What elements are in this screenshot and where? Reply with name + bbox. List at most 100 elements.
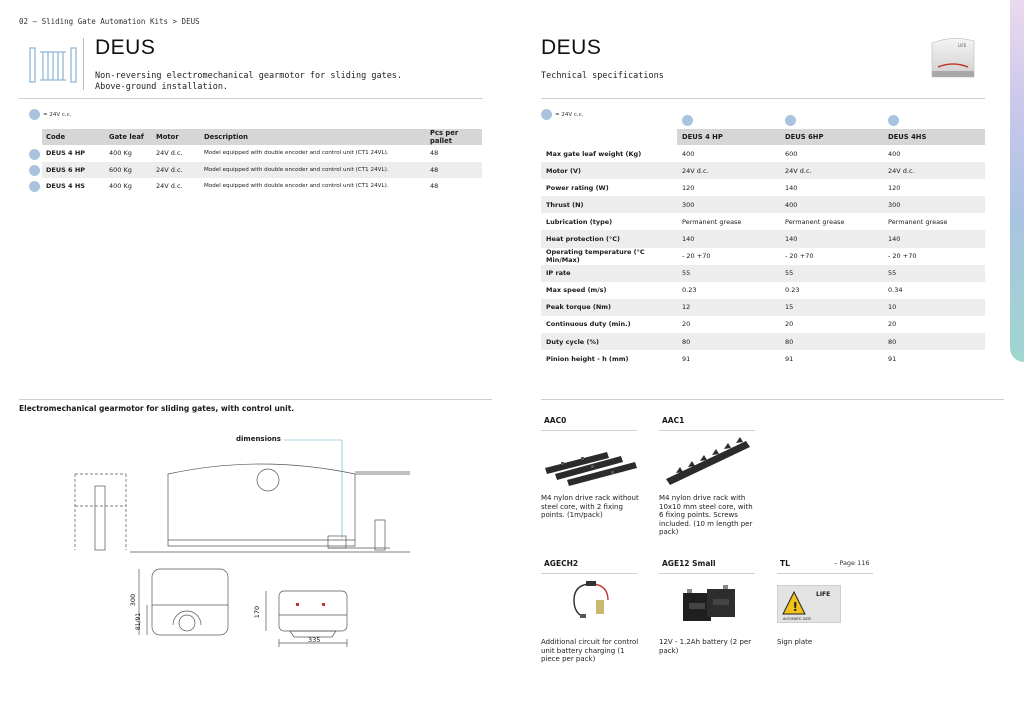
table-header-row: DEUS 4 HP DEUS 6HP DEUS 4HS bbox=[541, 129, 985, 145]
page-reference: – Page 116 bbox=[834, 559, 870, 567]
accessory-divider bbox=[541, 430, 637, 431]
spec-value: - 20 +70 bbox=[888, 252, 917, 261]
spec-value: 80 bbox=[780, 333, 883, 351]
model-code: DEUS 4 HS bbox=[46, 182, 85, 191]
spec-value: 0.23 bbox=[785, 286, 800, 295]
spec-value: 91 bbox=[785, 354, 794, 363]
spec-label: IP rate bbox=[541, 264, 677, 282]
spec-value: 55 bbox=[677, 264, 780, 282]
spec-value: 120 bbox=[682, 183, 695, 192]
dimension-label: 335 bbox=[308, 636, 321, 644]
spec-value: 80 bbox=[677, 333, 780, 351]
voltage-dot-icon bbox=[29, 149, 40, 160]
front-dimension-drawing bbox=[125, 565, 235, 645]
description: Model equipped with double encoder and c… bbox=[204, 150, 389, 157]
accessory-divider bbox=[777, 573, 873, 574]
pcs-per-pallet: 48 bbox=[430, 149, 439, 158]
accessory-code: AAC1 bbox=[662, 416, 685, 425]
side-gradient-bar bbox=[1010, 0, 1024, 362]
accessory-description: Additional circuit for control unit batt… bbox=[541, 638, 639, 664]
spec-label: Lubrication (type) bbox=[546, 217, 613, 226]
spec-value: 80 bbox=[883, 333, 985, 351]
column-header: Code bbox=[42, 129, 105, 145]
spec-label: Operating temperature (°C Min/Max) bbox=[546, 248, 645, 265]
description: Model equipped with double encoder and c… bbox=[200, 161, 426, 178]
spec-value: 140 bbox=[785, 183, 798, 192]
blank-header bbox=[541, 129, 677, 145]
column-header: Gate leaf bbox=[105, 129, 152, 145]
spec-value: - 20 +70 bbox=[682, 252, 711, 261]
spec-value: 140 bbox=[883, 230, 985, 248]
accessory-divider bbox=[541, 573, 637, 574]
spec-value: Permanent grease bbox=[888, 217, 948, 226]
table-row: Max gate leaf weight (Kg) 400 600 400 bbox=[541, 145, 985, 162]
spec-value: 24V d.c. bbox=[677, 162, 780, 180]
motor: 24V d.c. bbox=[152, 161, 200, 178]
gate-icon bbox=[28, 44, 78, 84]
voltage-legend-left: = 24V c.c. bbox=[29, 109, 71, 120]
sign-brand-text: LIFE bbox=[816, 591, 831, 598]
side-dimension-drawing bbox=[250, 585, 360, 650]
legend-label: = 24V c.c. bbox=[43, 111, 72, 118]
column-header: Description bbox=[200, 129, 426, 145]
spec-value: 400 bbox=[682, 149, 695, 158]
drawing-heading: Electromechanical gearmotor for sliding … bbox=[19, 404, 295, 413]
accessory-description: 12V - 1.2Ah battery (2 per pack) bbox=[659, 638, 752, 655]
motor: 24V d.c. bbox=[156, 182, 183, 191]
voltage-dot-icon bbox=[29, 165, 40, 176]
accessory-divider bbox=[659, 430, 755, 431]
spec-label: Max gate leaf weight (Kg) bbox=[546, 149, 642, 158]
spec-value: 20 bbox=[888, 320, 897, 329]
accessory-description: Sign plate bbox=[777, 638, 813, 646]
pcs-per-pallet: 48 bbox=[430, 182, 439, 191]
spec-value: 120 bbox=[888, 183, 901, 192]
specs-title: DEUS bbox=[541, 36, 602, 59]
models-table: Code Gate leaf Motor Description Pcs per… bbox=[42, 129, 482, 195]
spec-value: 55 bbox=[883, 264, 985, 282]
gate-leaf: 400 Kg bbox=[109, 149, 132, 158]
column-header: DEUS 4HS bbox=[883, 129, 985, 145]
spec-value: 400 bbox=[888, 149, 901, 158]
table-row: Power rating (W) 120 140 120 bbox=[541, 179, 985, 196]
dimension-label: 170 bbox=[253, 605, 262, 619]
rack-image bbox=[541, 438, 641, 488]
spec-value: 300 bbox=[883, 196, 985, 214]
header-divider-left bbox=[19, 98, 483, 99]
spec-label: Heat protection (°C) bbox=[541, 230, 677, 248]
spec-value: 10 bbox=[883, 298, 985, 316]
dimensions-label: dimensions bbox=[236, 435, 281, 443]
spec-value: 55 bbox=[780, 264, 883, 282]
description: Model equipped with double encoder and c… bbox=[204, 183, 389, 190]
spec-value: Permanent grease bbox=[785, 217, 845, 226]
voltage-dot-icon bbox=[888, 115, 899, 126]
motor: 24V d.c. bbox=[156, 149, 183, 158]
spec-value: 24V d.c. bbox=[780, 162, 883, 180]
spec-label: Power rating (W) bbox=[546, 183, 609, 192]
pcs-per-pallet: 48 bbox=[426, 161, 482, 178]
accessory-code: AGECH2 bbox=[544, 559, 579, 568]
table-row: DEUS 6 HP 600 Kg 24V d.c. Model equipped… bbox=[42, 161, 482, 178]
spec-value: 0.34 bbox=[888, 286, 903, 295]
model-code: DEUS 6 HP bbox=[42, 161, 105, 178]
voltage-dot-icon bbox=[541, 109, 552, 120]
section-divider-left bbox=[19, 399, 492, 400]
spec-value: 600 bbox=[785, 149, 798, 158]
spec-value: 140 bbox=[780, 230, 883, 248]
model-code: DEUS 4 HP bbox=[46, 149, 86, 158]
table-row: Motor (V)24V d.c.24V d.c.24V d.c. bbox=[541, 162, 985, 180]
accessory-description: M4 nylon drive rack with 10x10 mm steel … bbox=[659, 494, 753, 537]
rack-steel-image bbox=[662, 435, 754, 485]
table-row: Lubrication (type) Permanent grease Perman… bbox=[541, 213, 985, 230]
gate-leaf: 600 Kg bbox=[105, 161, 152, 178]
column-header: Motor bbox=[152, 129, 200, 145]
svg-text:!: ! bbox=[793, 600, 798, 614]
specs-table: DEUS 4 HP DEUS 6HP DEUS 4HS Max gate lea… bbox=[541, 129, 985, 367]
charging-circuit-image bbox=[566, 578, 616, 628]
column-header: DEUS 4 HP bbox=[677, 129, 780, 145]
product-image: LIFE bbox=[928, 33, 978, 83]
